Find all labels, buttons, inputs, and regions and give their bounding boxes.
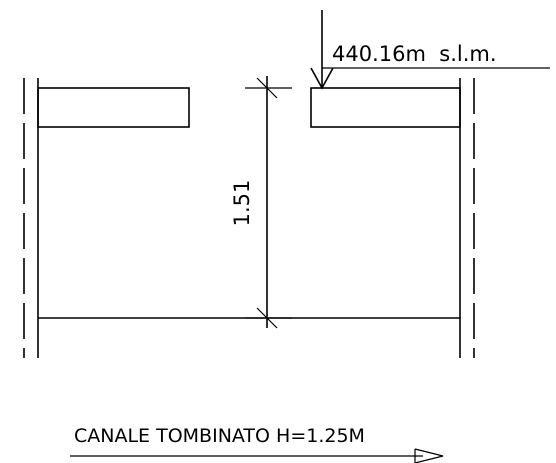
- left-wall: [23, 78, 39, 358]
- right-wall: [459, 78, 475, 358]
- top-slab-left: [37, 87, 190, 128]
- top-slab-right: [310, 87, 461, 128]
- channel-label: CANALE TOMBINATO H=1.25M: [74, 425, 365, 447]
- elevation-label: 440.16m s.l.m.: [332, 42, 497, 66]
- dimension-line: [245, 76, 292, 329]
- elevation-marker: [310, 10, 550, 90]
- flow-arrow-icon: [70, 448, 444, 463]
- dimension-label: 1.51: [230, 180, 254, 227]
